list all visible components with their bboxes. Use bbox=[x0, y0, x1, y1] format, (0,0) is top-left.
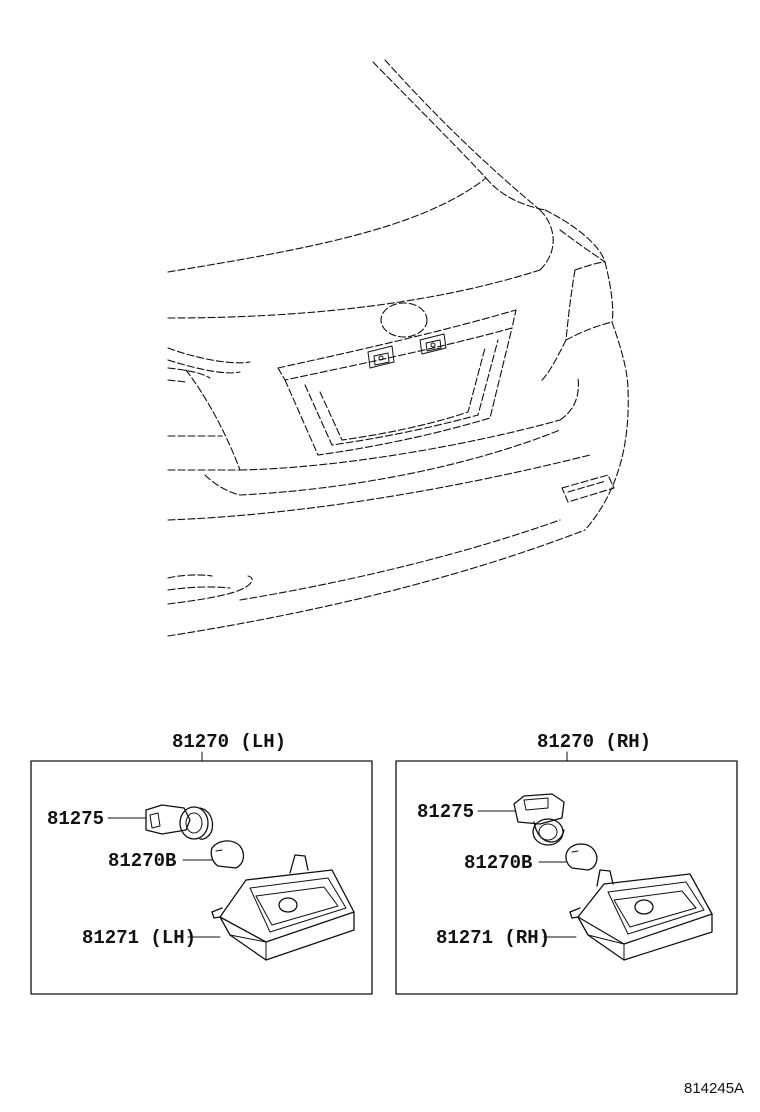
right-socket-label: 81275 bbox=[417, 801, 474, 823]
left-lens-icon bbox=[211, 854, 355, 961]
left-group-title: 81270 (LH) bbox=[172, 731, 286, 753]
right-bulb-icon bbox=[565, 843, 598, 871]
left-group: 81270 (LH) 81275 81270B 81271 (LH) bbox=[30, 731, 373, 995]
diagram-ref-code: 814245A bbox=[684, 1080, 744, 1097]
right-socket-icon bbox=[513, 793, 565, 846]
left-bulb-icon bbox=[210, 840, 245, 869]
right-group: 81270 (RH) 81275 81270B 81271 (RH) bbox=[395, 731, 738, 995]
left-group-frame bbox=[30, 760, 373, 995]
right-lens-icon bbox=[569, 869, 713, 961]
right-group-title: 81270 (RH) bbox=[537, 731, 651, 753]
right-group-frame bbox=[395, 760, 738, 995]
car-rear-illustration bbox=[167, 59, 629, 637]
left-socket-label: 81275 bbox=[47, 808, 104, 830]
left-lens-label: 81271 (LH) bbox=[82, 927, 196, 949]
left-socket-icon bbox=[145, 804, 214, 840]
right-bulb-label: 81270B bbox=[464, 852, 532, 874]
right-lens-label: 81271 (RH) bbox=[436, 927, 550, 949]
left-bulb-label: 81270B bbox=[108, 850, 176, 872]
